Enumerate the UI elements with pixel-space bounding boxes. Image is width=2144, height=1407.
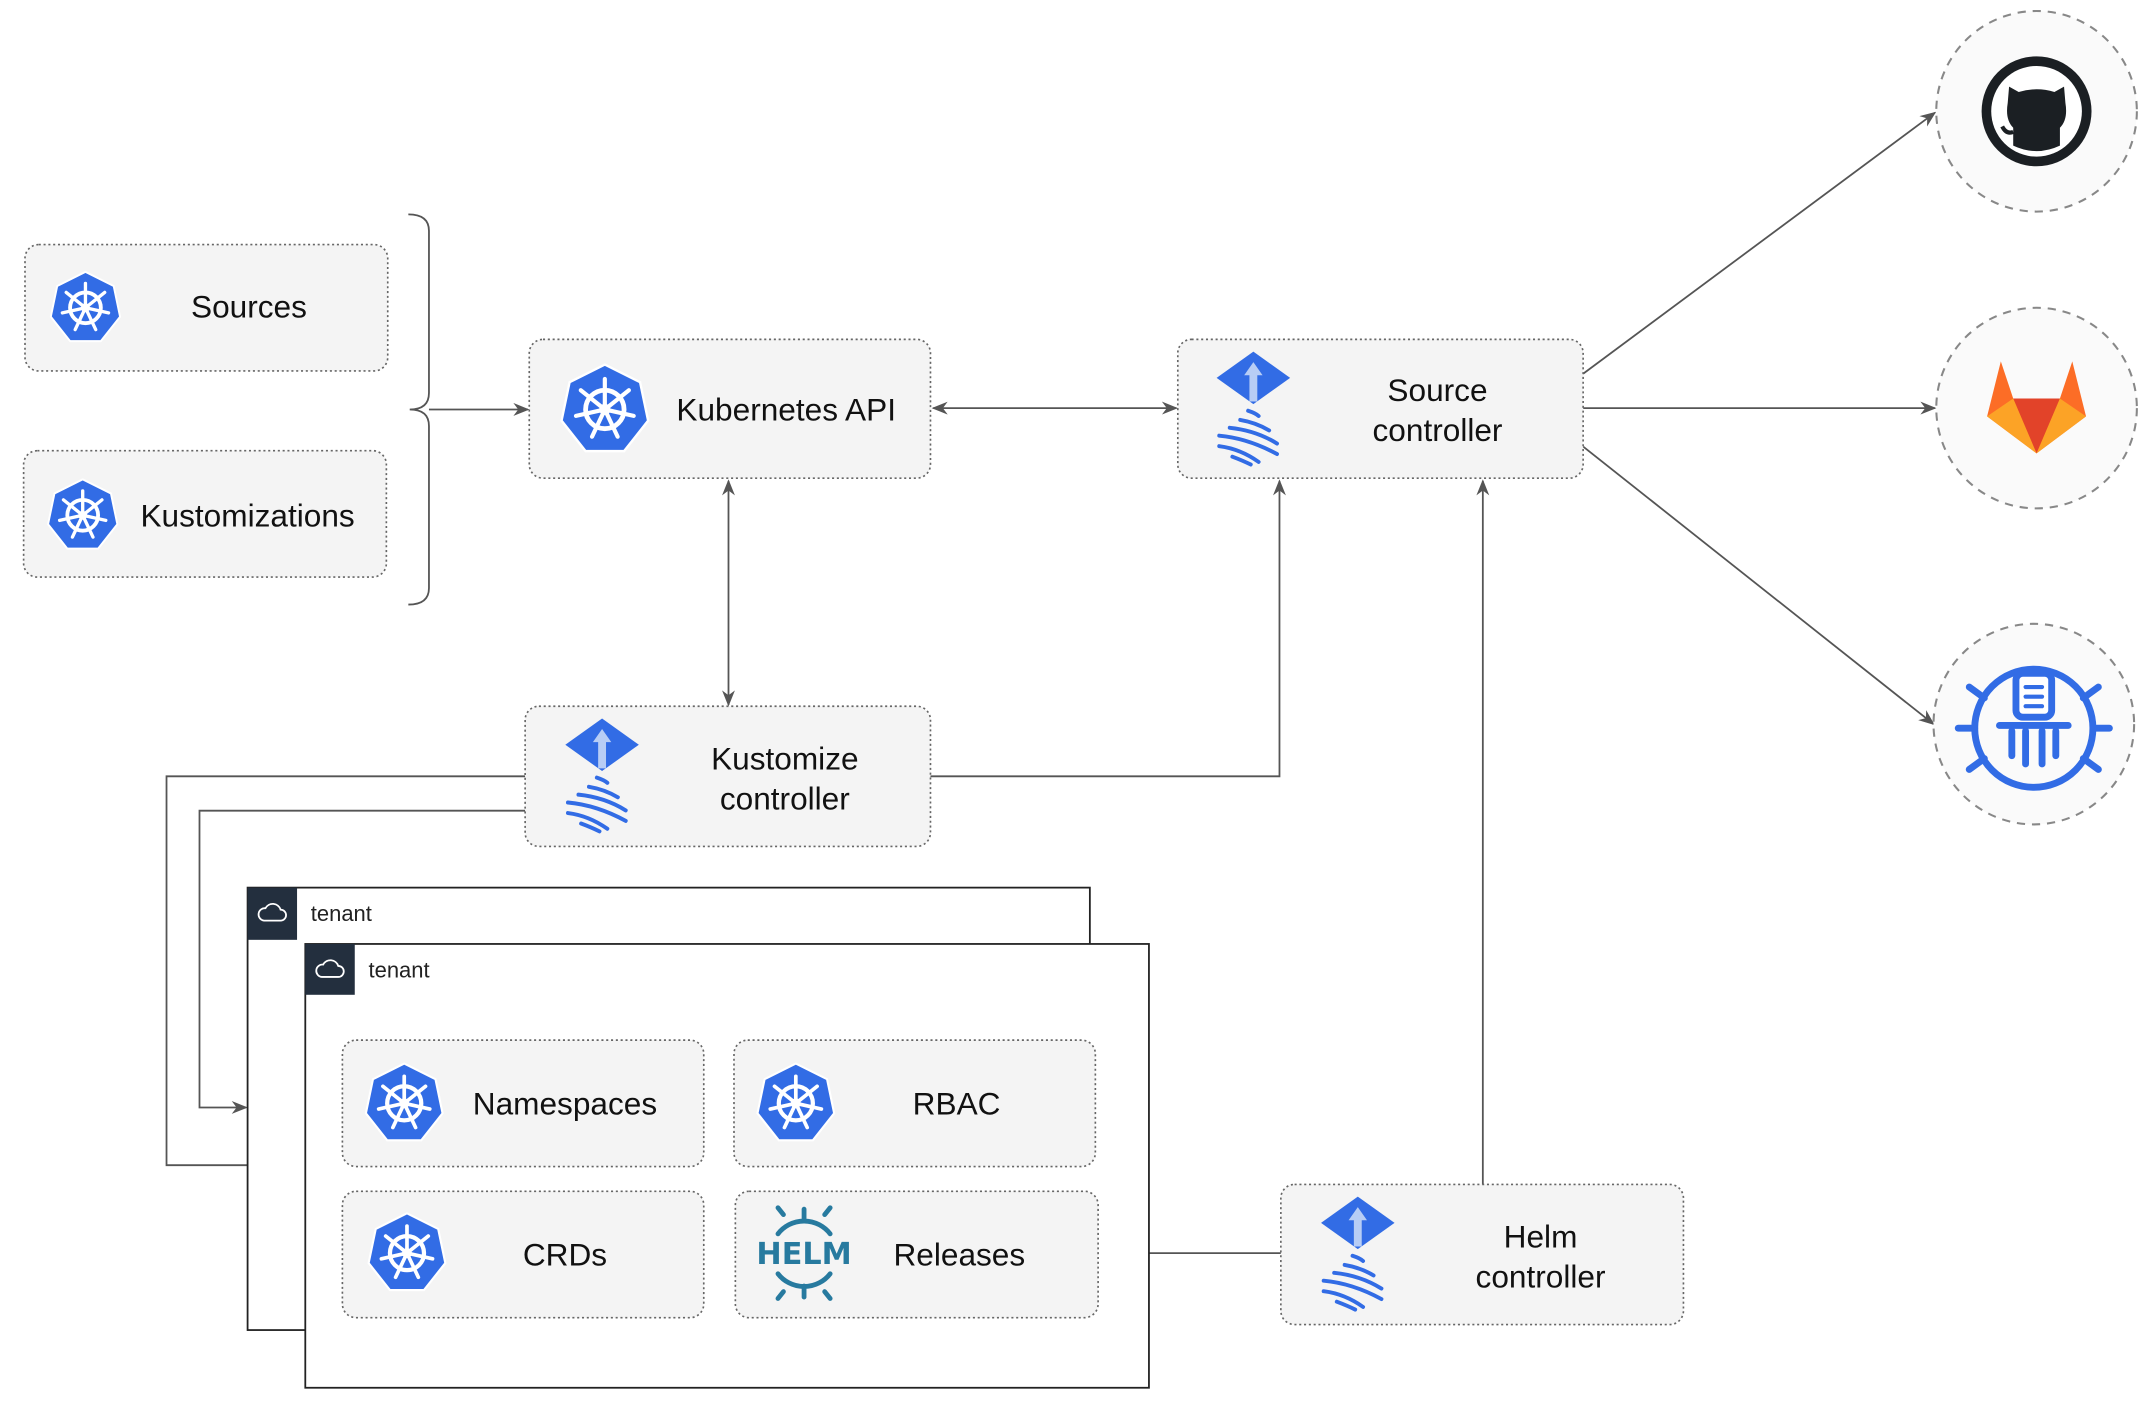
node-namespaces[interactable]: Namespaces [341, 1039, 705, 1168]
node-helm-controller[interactable]: Helm controller [1280, 1183, 1685, 1326]
helm-icon: HELM [756, 1205, 852, 1301]
gitlab-source[interactable] [1935, 306, 2138, 510]
brace [408, 213, 430, 606]
node-sources[interactable]: Sources [24, 243, 389, 372]
source-controller-label-1: Source [1387, 372, 1487, 408]
edge-kustomize-to-tenant-back [198, 809, 526, 1114]
kustomize-controller-label-2: controller [720, 780, 850, 816]
sources-label: Sources [191, 288, 307, 324]
rbac-label: RBAC [913, 1085, 1001, 1121]
edge-kustomize-to-source [930, 479, 1286, 778]
kustomize-controller-label-1: Kustomize [711, 740, 858, 776]
source-controller-label-2: controller [1373, 412, 1503, 448]
edge-source-to-bucket [1582, 445, 1935, 726]
tenant-label: tenant [369, 958, 430, 983]
github-icon [1981, 56, 2092, 167]
node-kustomize-controller[interactable]: Kustomize controller [524, 705, 932, 848]
github-source[interactable] [1935, 9, 2138, 213]
edge-source-to-github [1582, 111, 1937, 375]
tenant-label: tenant [311, 901, 372, 926]
namespaces-label: Namespaces [473, 1085, 657, 1121]
gitlab-icon [1987, 361, 2087, 454]
helm-controller-label-1: Helm [1504, 1219, 1578, 1255]
helm-controller-label-2: controller [1476, 1258, 1606, 1294]
node-kubernetes-api[interactable]: Kubernetes API [528, 338, 932, 479]
node-kustomizations[interactable]: Kustomizations [22, 449, 388, 578]
releases-label: Releases [893, 1236, 1025, 1272]
node-crds[interactable]: CRDs [341, 1190, 705, 1319]
bucket-source[interactable] [1932, 622, 2136, 826]
crds-label: CRDs [523, 1236, 607, 1272]
edge-kustomize-to-tenant-front [165, 775, 526, 1172]
node-releases[interactable]: HELM Releases [734, 1190, 1099, 1319]
kustomizations-label: Kustomizations [140, 497, 354, 533]
node-source-controller[interactable]: Source controller [1176, 338, 1584, 479]
bucket-icon [1954, 665, 2113, 791]
kubernetes-api-label: Kubernetes API [676, 391, 896, 427]
helm-logo-text: HELM [756, 1237, 851, 1272]
node-rbac[interactable]: RBAC [733, 1039, 1097, 1168]
